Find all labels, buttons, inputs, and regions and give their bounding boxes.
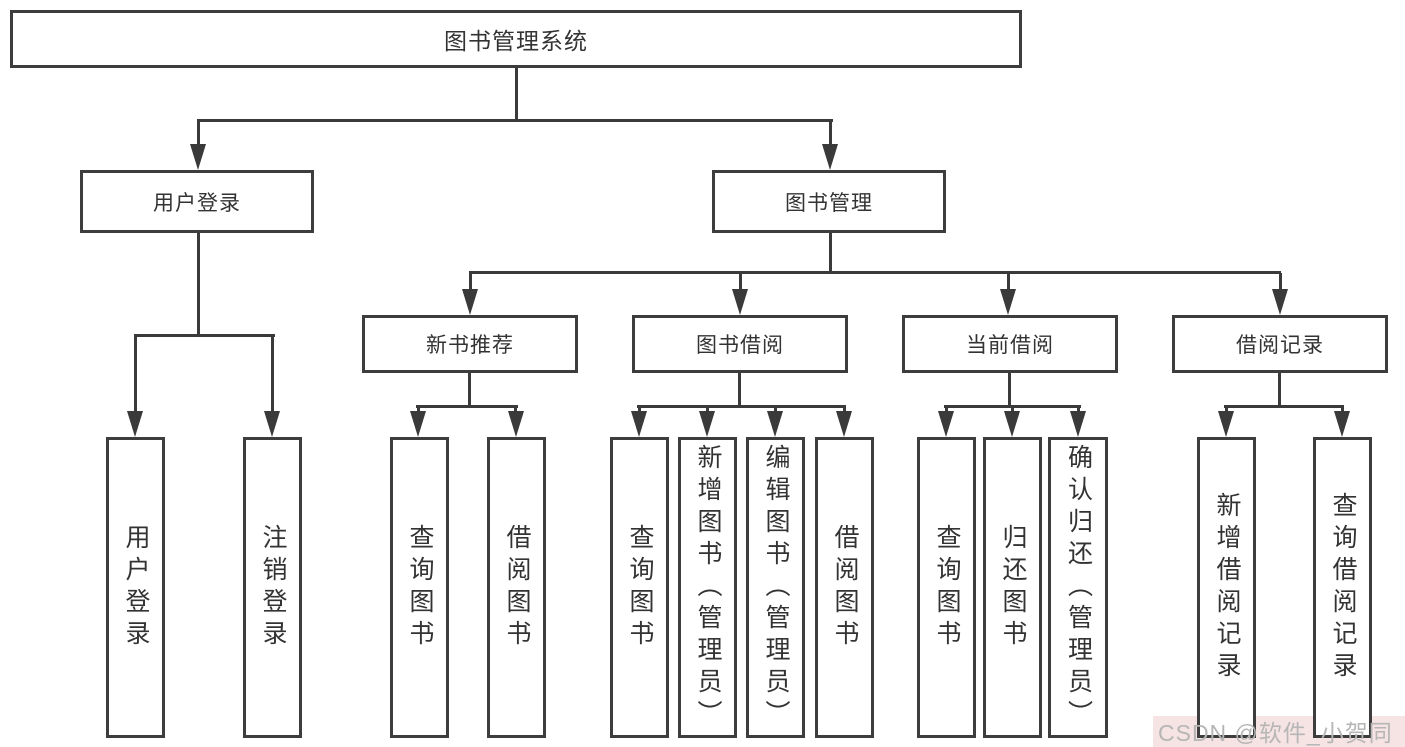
connector-line bbox=[774, 406, 777, 414]
node-user-login-branch: 用户登录 bbox=[80, 170, 314, 233]
leaf-label: 新增借阅记录 bbox=[1213, 491, 1241, 684]
leaf-label: 查询图书 bbox=[933, 523, 961, 652]
arrow-down-icon bbox=[822, 144, 838, 170]
arrow-down-icon bbox=[190, 144, 206, 170]
connector-line bbox=[739, 273, 742, 291]
arrow-down-icon bbox=[1000, 289, 1016, 315]
connector-line bbox=[469, 271, 1281, 274]
leaf-add-borrow-record: 新增借阅记录 bbox=[1197, 437, 1256, 738]
connector-line bbox=[416, 405, 518, 408]
leaf-label: 查询图书 bbox=[406, 523, 434, 652]
connector-line bbox=[1011, 406, 1014, 414]
leaf-recommend-borrow-book: 借阅图书 bbox=[487, 437, 546, 738]
leaf-label: 查询借阅记录 bbox=[1329, 491, 1357, 684]
connector-line bbox=[1077, 406, 1080, 414]
connector-line bbox=[843, 406, 846, 414]
leaf-return-book: 归还图书 bbox=[983, 437, 1042, 738]
connector-line bbox=[637, 405, 846, 408]
leaf-label: 借阅图书 bbox=[503, 523, 531, 652]
leaf-user-login: 用户登录 bbox=[106, 437, 165, 738]
arrow-down-icon bbox=[462, 289, 478, 315]
arrow-down-icon bbox=[508, 411, 524, 437]
connector-line bbox=[829, 232, 832, 273]
leaf-borrow-book: 借阅图书 bbox=[815, 437, 874, 738]
arrow-down-icon bbox=[767, 411, 783, 437]
connector-line bbox=[197, 232, 200, 336]
leaf-recommend-query-book: 查询图书 bbox=[390, 437, 449, 738]
leaf-borrow-query-book: 查询图书 bbox=[610, 437, 669, 738]
node-new-book-recommend: 新书推荐 bbox=[362, 315, 578, 373]
leaf-current-query-book: 查询图书 bbox=[917, 437, 976, 738]
connector-line bbox=[1007, 273, 1010, 291]
connector-line bbox=[1278, 373, 1281, 407]
leaf-label: 新增图书（管理员） bbox=[694, 443, 722, 732]
connector-line bbox=[638, 406, 641, 414]
leaf-edit-book-admin: 编辑图书（管理员） bbox=[746, 437, 805, 738]
node-current-borrowing: 当前借阅 bbox=[902, 315, 1118, 373]
leaf-label: 编辑图书（管理员） bbox=[762, 443, 790, 732]
node-library-system: 图书管理系统 bbox=[10, 10, 1022, 68]
connector-line bbox=[197, 121, 200, 148]
leaf-label: 确认归还（管理员） bbox=[1064, 443, 1093, 732]
connector-line bbox=[468, 373, 471, 407]
node-borrowing-records: 借阅记录 bbox=[1172, 315, 1388, 373]
leaf-query-borrow-record: 查询借阅记录 bbox=[1313, 437, 1372, 738]
arrow-down-icon bbox=[938, 411, 954, 437]
leaf-logout: 注销登录 bbox=[243, 437, 302, 738]
arrow-down-icon bbox=[264, 411, 280, 437]
connector-line bbox=[469, 273, 472, 291]
leaf-confirm-return-admin: 确认归还（管理员） bbox=[1048, 437, 1108, 738]
arrow-down-icon bbox=[1070, 411, 1086, 437]
arrow-down-icon bbox=[1218, 411, 1234, 437]
arrow-down-icon bbox=[127, 411, 143, 437]
arrow-down-icon bbox=[631, 411, 647, 437]
connector-line bbox=[738, 373, 741, 407]
leaf-label: 归还图书 bbox=[999, 523, 1027, 652]
connector-line bbox=[829, 121, 832, 148]
connector-line bbox=[1225, 406, 1228, 414]
connector-line bbox=[1224, 405, 1344, 408]
connector-line bbox=[706, 406, 709, 414]
leaf-label: 借阅图书 bbox=[831, 523, 859, 652]
leaf-label: 注销登录 bbox=[259, 523, 287, 652]
connector-line bbox=[945, 406, 948, 414]
watermark-text: CSDN @软件_小贺同学 bbox=[1158, 720, 1393, 746]
connector-line bbox=[197, 119, 833, 122]
connector-line bbox=[134, 336, 137, 414]
node-book-management-branch: 图书管理 bbox=[712, 170, 946, 233]
leaf-label: 用户登录 bbox=[122, 523, 150, 652]
arrow-down-icon bbox=[1334, 411, 1350, 437]
arrow-down-icon bbox=[410, 411, 426, 437]
connector-line bbox=[514, 406, 517, 414]
connector-line bbox=[134, 334, 275, 337]
connector-line bbox=[1008, 373, 1011, 407]
connector-line bbox=[1341, 406, 1344, 414]
connector-line bbox=[1279, 273, 1282, 291]
connector-line bbox=[417, 406, 420, 414]
arrow-down-icon bbox=[699, 411, 715, 437]
arrow-down-icon bbox=[732, 289, 748, 315]
connector-line bbox=[271, 336, 274, 414]
connector-line bbox=[515, 68, 518, 121]
arrow-down-icon bbox=[836, 411, 852, 437]
leaf-add-book-admin: 新增图书（管理员） bbox=[678, 437, 737, 738]
node-book-borrowing: 图书借阅 bbox=[632, 315, 848, 373]
leaf-label: 查询图书 bbox=[626, 523, 654, 652]
arrow-down-icon bbox=[1272, 289, 1288, 315]
arrow-down-icon bbox=[1004, 411, 1020, 437]
